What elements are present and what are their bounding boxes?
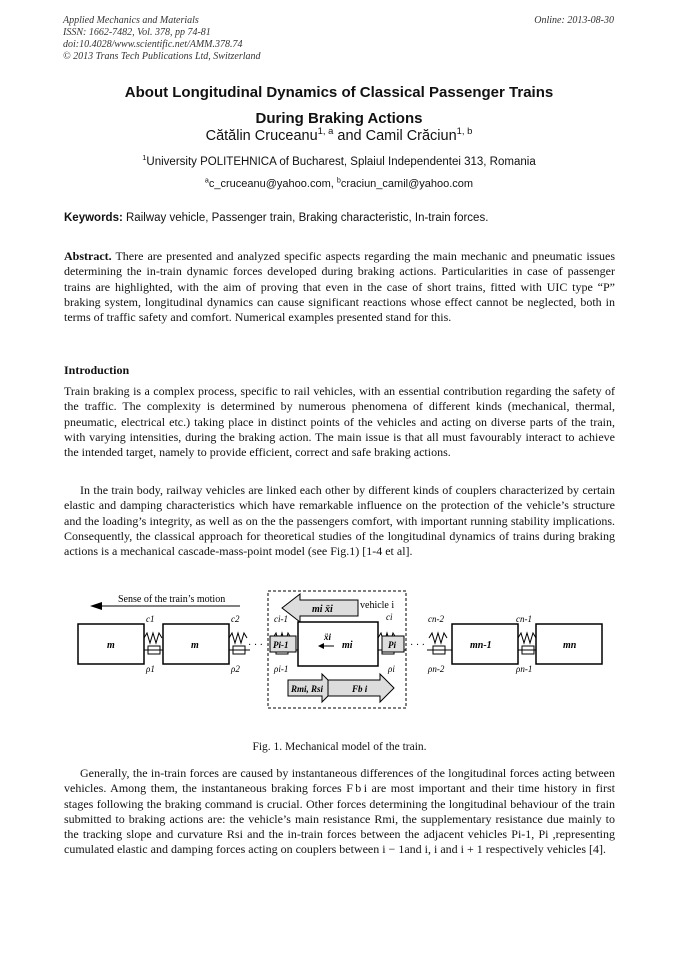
copyright-line: © 2013 Trans Tech Publications Ltd, Swit… bbox=[63, 51, 261, 62]
coupler-n2 bbox=[427, 631, 452, 655]
issn-line: ISSN: 1662-7482, Vol. 378, pp 74-81 bbox=[63, 27, 211, 38]
doi-line: doi:10.4028/www.scientific.net/AMM.378.7… bbox=[63, 39, 243, 50]
coupler-2 bbox=[228, 631, 250, 655]
mass-box-1 bbox=[77, 623, 145, 665]
figure-mechanical-model: Sense of the train’s motion vehicle i mi… bbox=[77, 590, 603, 709]
intro-paragraph-3: Generally, the in-train forces are cause… bbox=[64, 766, 615, 857]
force-pi1-box bbox=[269, 635, 297, 653]
rho2-label: ρ2 bbox=[230, 664, 240, 674]
mass-label-i: mi bbox=[342, 640, 353, 651]
motion-label: Sense of the train’s motion bbox=[118, 594, 225, 605]
coupler-n1 bbox=[517, 631, 537, 655]
mass-label-2: m bbox=[191, 640, 199, 651]
journal-header: Applied Mechanics and Materials ISSN: 16… bbox=[63, 15, 261, 63]
figure-caption: Fig. 1. Mechanical model of the train. bbox=[252, 741, 427, 753]
mass-box-n bbox=[535, 623, 603, 665]
braking-force-arrow bbox=[327, 672, 395, 704]
keywords: Keywords: Railway vehicle, Passenger tra… bbox=[64, 212, 616, 224]
paper-title: About Longitudinal Dynamics of Classical… bbox=[40, 80, 638, 132]
ellipsis-left: · · · bbox=[248, 640, 263, 651]
mass-label-n: mn bbox=[563, 640, 577, 651]
inertia-label: mi ẍi bbox=[312, 604, 333, 615]
affiliation-text: University POLITEHNICA of Bucharest, Spl… bbox=[146, 156, 536, 168]
cn2-label: cn-2 bbox=[428, 614, 444, 624]
force-pi1-label: Pi-1 bbox=[273, 640, 289, 650]
mass-box-2 bbox=[162, 623, 230, 665]
title-line-1: About Longitudinal Dynamics of Classical… bbox=[124, 84, 554, 101]
authors-and: and bbox=[333, 128, 366, 144]
email-b-sup: b bbox=[336, 176, 341, 185]
rhoi-label: ρi bbox=[387, 664, 395, 674]
author-2-sup: 1, b bbox=[456, 125, 473, 137]
online-date: Online: 2013-08-30 bbox=[534, 15, 614, 26]
affiliation: 1University POLITEHNICA of Bucharest, Sp… bbox=[40, 153, 638, 168]
introduction-heading: Introduction bbox=[64, 363, 130, 377]
abstract-text: There are presented and analyzed specifi… bbox=[64, 249, 615, 325]
accel-label: ẍi bbox=[323, 632, 332, 642]
resistance-label: Rmi, Rsi bbox=[290, 684, 324, 694]
author-1-sup: 1, a bbox=[317, 125, 334, 137]
mass-label-n1: mn-1 bbox=[470, 640, 492, 651]
keywords-label: Keywords: bbox=[64, 212, 123, 224]
rhon1-label: ρn-1 bbox=[515, 664, 532, 674]
intro-paragraph-2: In the train body, railway vehicles are … bbox=[64, 483, 615, 559]
motion-arrow bbox=[90, 602, 240, 610]
cn1-label: cn-1 bbox=[516, 614, 532, 624]
abstract-label: Abstract. bbox=[64, 249, 112, 263]
c1-label: c1 bbox=[146, 614, 155, 624]
vehicle-label: vehicle i bbox=[360, 600, 394, 611]
email-a: c_cruceanu@yahoo.com, bbox=[208, 178, 337, 190]
coupler-1 bbox=[143, 631, 163, 655]
email-b: craciun_camil@yahoo.com bbox=[340, 178, 474, 190]
affiliation-sup: 1 bbox=[142, 153, 147, 163]
rhon2-label: ρn-2 bbox=[427, 664, 445, 674]
keywords-text: Railway vehicle, Passenger train, Brakin… bbox=[122, 212, 489, 224]
force-pi-label: Pi bbox=[388, 640, 396, 650]
ci1-label: ci-1 bbox=[274, 614, 288, 624]
journal-name: Applied Mechanics and Materials bbox=[63, 15, 199, 26]
mass-box-i bbox=[297, 621, 379, 667]
force-pi-box bbox=[381, 635, 405, 653]
c2-label: c2 bbox=[231, 614, 240, 624]
mass-box-n1 bbox=[451, 623, 519, 665]
inertia-arrow bbox=[281, 592, 359, 624]
braking-force-label: Fb i bbox=[351, 684, 368, 694]
author-1: Cătălin Cruceanu bbox=[205, 128, 318, 144]
authors-line: Cătălin Cruceanu1, a and Camil Crăciun1,… bbox=[40, 125, 638, 144]
rhoi1-label: ρi-1 bbox=[273, 664, 288, 674]
mass-label-1: m bbox=[107, 640, 115, 651]
ci-label: ci bbox=[386, 612, 393, 622]
email-a-sup: a bbox=[204, 176, 209, 185]
emails-line: ac_cruceanu@yahoo.com, bcraciun_camil@ya… bbox=[40, 176, 638, 190]
intro-paragraph-1: Train braking is a complex process, spec… bbox=[64, 384, 615, 460]
ellipsis-right: · · · bbox=[410, 640, 425, 651]
author-2: Camil Crăciun bbox=[365, 128, 457, 144]
abstract: Abstract. There are presented and analyz… bbox=[64, 249, 615, 325]
title-line-2: During Braking Actions bbox=[255, 110, 423, 127]
rho1-label: ρ1 bbox=[145, 664, 155, 674]
